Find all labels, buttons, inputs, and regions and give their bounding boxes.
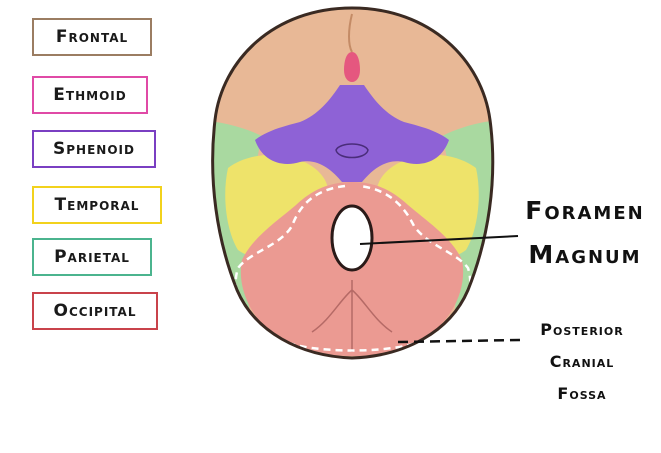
fossa-label-line3: Fossa (557, 384, 607, 403)
frontal-crest (348, 13, 353, 53)
fossa-label-line2: Cranial (549, 352, 615, 371)
foramen-pointer-line (359, 235, 519, 245)
sella-turcica (335, 143, 369, 159)
foramen-label-line2: Magnum (528, 240, 642, 269)
temporal-bone-left (225, 154, 329, 258)
fossa-pointer-line (397, 338, 521, 344)
legend-occipital: Occipital (32, 292, 158, 330)
legend-ethmoid: Ethmoid (32, 76, 148, 114)
legend-temporal: Temporal (32, 186, 162, 224)
temporal-bone-right (376, 154, 479, 258)
fossa-label-line1: Posterior (540, 320, 624, 339)
ethmoid-bone (344, 52, 360, 82)
occipital-ridge (311, 280, 393, 352)
posterior-cranial-fossa-boundary (234, 184, 472, 352)
skull-outline (211, 6, 495, 360)
legend-sphenoid: Sphenoid (32, 130, 156, 168)
sphenoid-bone (255, 85, 449, 182)
legend-frontal: Frontal (32, 18, 152, 56)
foramen-magnum (330, 204, 374, 272)
legend-parietal: Parietal (32, 238, 152, 276)
foramen-label-line1: Foramen (525, 196, 645, 225)
